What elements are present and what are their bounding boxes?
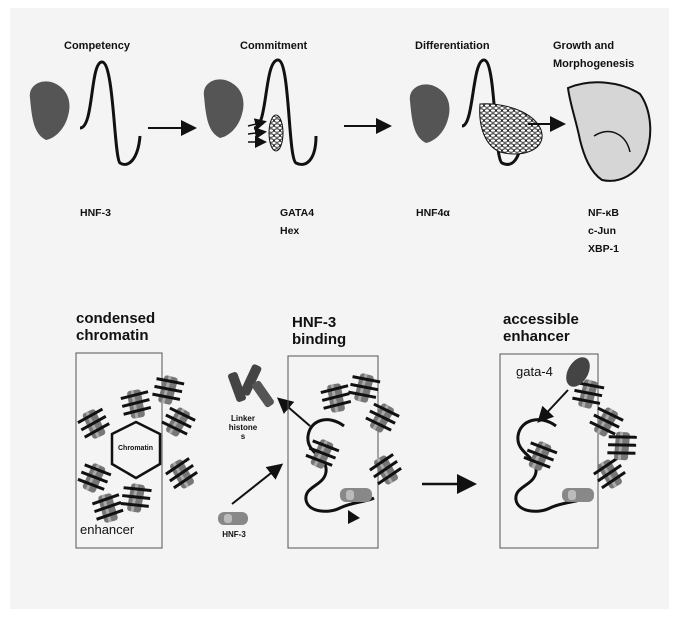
hnf3-entry-arrow [232,466,280,504]
factor-gata4: GATA4 [280,204,314,222]
commitment-bud [269,115,283,151]
gata4-arrow [540,390,568,420]
stage-growth-line2: Morphogenesis [553,58,634,70]
differentiation-bud [480,104,542,154]
heading-accessible-line1: accessible [503,311,579,328]
linker-release-arrow [280,400,310,426]
heading-binding-line1: HNF-3 [292,314,336,331]
heading-condensed-line1: condensed [76,310,155,327]
nucleosomes-2 [303,371,405,489]
linker-histones [227,363,275,408]
factor-hnf3: HNF-3 [80,204,111,222]
nucleosomes-3 [521,377,637,493]
competency-gut-tube [80,62,140,164]
diagram-graphics [10,8,669,609]
signal-arrows [248,122,264,142]
commitment-gut-tube [254,60,316,164]
chromatin-label: Chromatin [118,445,153,452]
stage-competency: Competency [64,40,130,52]
factor-hnf4a: HNF4α [416,204,450,222]
heading-accessible-line2: enhancer [503,328,570,345]
heading-condensed-line2: chromatin [76,327,149,344]
heading-binding-line2: binding [292,331,346,348]
factor-hex: Hex [280,222,299,240]
factor-nfkb: NF-κB [588,204,619,222]
competency-organ [30,81,70,140]
stage-growth-line1: Growth and [553,40,614,52]
commitment-organ [204,79,244,138]
bound-hnf3-right [562,488,594,502]
linker-label-line2: histone [226,423,260,432]
differentiation-organ [410,84,450,143]
stage-differentiation: Differentiation [415,40,490,52]
enhancer-label: enhancer [80,522,134,537]
factor-xbp1: XBP-1 [588,240,619,258]
linker-label-line1: Linker [226,414,260,423]
stage-commitment: Commitment [240,40,307,52]
factor-cjun: c-Jun [588,222,616,240]
hnf3-label: HNF-3 [216,530,252,539]
hnf3-protein [218,512,248,525]
bound-hnf3 [340,488,372,502]
figure-panel: Competency Commitment Differentiation Gr… [10,8,669,609]
gata4-label: gata-4 [516,364,553,379]
linker-label-line3: s [226,432,260,441]
